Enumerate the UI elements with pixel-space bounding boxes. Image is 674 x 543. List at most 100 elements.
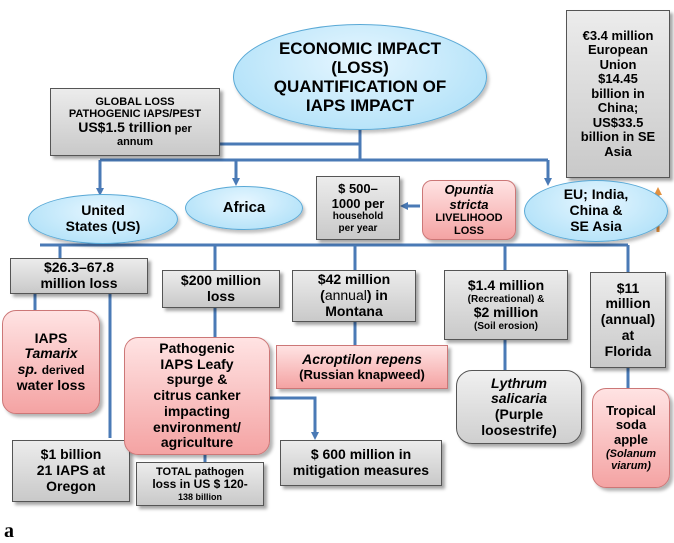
us-water-line-2: million loss <box>40 275 118 291</box>
spurge-cost-line-2: loss <box>206 288 235 304</box>
opuntia-line-3: LIVELIHOOD <box>435 212 503 225</box>
us-ellipse: United States (US) <box>28 194 178 244</box>
montana-row-2: (annual) in <box>320 287 388 304</box>
oregon-line-1: $1 billion <box>40 446 102 463</box>
mitigation-box: $ 600 million in mitigation measures <box>280 440 442 486</box>
total-pathogen-line-3: 138 billion <box>177 491 222 502</box>
global-loss-line-2: PATHOGENIC IAPS/PEST <box>68 108 202 120</box>
spurge-cost-line-1: $200 million <box>180 272 262 289</box>
mitigation-line-1: $ 600 million in <box>310 446 412 463</box>
global-loss-annum: annum <box>116 135 154 148</box>
us-water-line-1: $26.3–67.8 <box>43 259 115 276</box>
total-pathogen-box: TOTAL pathogen loss in US $ 120- 138 bil… <box>136 462 264 506</box>
region-loss-line-7: US$33.5 <box>592 114 644 130</box>
region-loss-line-9: in SE <box>622 129 656 145</box>
eu-asia-line-1: EU; India, <box>563 186 629 203</box>
montana-line-3: Montana <box>325 302 383 319</box>
us-line-1: United <box>81 202 125 219</box>
spurge-box: Pathogenic IAPS Leafy spurge & citrus ca… <box>124 337 270 455</box>
florida-line-1: $11 <box>616 279 640 296</box>
household-box: $ 500– 1000 per household per year <box>316 176 400 240</box>
household-line-1: $ 500– <box>338 181 378 197</box>
soda-line-5: viarum) <box>611 459 651 472</box>
figure-label: a <box>4 520 14 542</box>
household-line-4: per year <box>338 222 378 234</box>
acroptilon-box: Acroptilon repens (Russian knapweed) <box>276 345 448 389</box>
center-line-3: QUANTIFICATION OF <box>273 77 447 96</box>
oregon-box: $1 billion 21 IAPS at Oregon <box>12 440 130 502</box>
global-loss-amount-row: US$1.5 trillion per <box>78 119 192 136</box>
spurge-line-3: spurge & <box>166 371 228 388</box>
spurge-line-1: Pathogenic <box>159 340 235 357</box>
lythrum-line-4: loosestrife) <box>481 421 557 438</box>
montana-box: $42 million (annual) in Montana <box>292 270 416 322</box>
florida-line-3: (annual) <box>600 311 656 328</box>
opuntia-line-1: Opuntia <box>444 182 494 198</box>
montana-line-1: $42 million <box>317 271 391 288</box>
region-loss-row-8: billion in SE <box>581 130 655 145</box>
oregon-line-2: 21 IAPS at <box>36 462 106 479</box>
lythrum-cost-line-1: $1.4 million <box>467 277 545 294</box>
florida-line-2: million <box>605 295 651 312</box>
montana-line-2a: ( <box>320 287 325 304</box>
lythrum-cost-box: $1.4 million (Recreational) & $2 million… <box>444 270 568 340</box>
lythrum-box: Lythrum salicaria (Purple loosestrife) <box>456 370 582 444</box>
spurge-cost-box: $200 million loss <box>162 270 280 308</box>
spurge-line-7: agriculture <box>160 434 234 451</box>
eu-asia-line-3: SE Asia <box>570 217 622 234</box>
tamarix-row-3: sp. derived <box>17 361 85 378</box>
us-line-2: States (US) <box>65 218 141 234</box>
us-water-loss-box: $26.3–67.8 million loss <box>10 258 148 294</box>
total-pathogen-line-1: TOTAL pathogen <box>156 466 244 479</box>
tamarix-line-3b: derived <box>41 363 85 377</box>
spurge-line-4: citrus canker <box>153 387 241 404</box>
mitigation-line-2: mitigation measures <box>292 462 430 478</box>
spurge-line-5: impacting <box>163 402 231 419</box>
florida-box: $11 million (annual) at Florida <box>590 272 666 368</box>
center-line-4: IAPS IMPACT <box>305 96 415 116</box>
region-loss-line-1: €3.4 million <box>582 27 654 43</box>
region-loss-line-10: Asia <box>604 143 632 159</box>
lythrum-cost-line-4: (Soil erosion) <box>474 320 538 332</box>
lythrum-line-2: salicaria <box>490 390 548 407</box>
lythrum-line-1: Lythrum <box>491 374 547 391</box>
africa-ellipse: Africa <box>185 186 303 230</box>
region-loss-line-5: billion in <box>591 85 645 101</box>
acroptilon-line-1: Acroptilon repens <box>302 350 422 367</box>
eu-asia-ellipse: EU; India, China & SE Asia <box>524 180 668 242</box>
opuntia-box: Opuntia stricta LIVELIHOOD LOSS <box>422 180 516 240</box>
eu-asia-line-2: China & <box>569 202 623 219</box>
tamarix-line-2: Tamarix <box>24 345 78 362</box>
spurge-line-6: environment/ <box>153 418 241 435</box>
arrow-mitigation <box>270 396 319 440</box>
montana-line-2b: annual <box>324 287 367 304</box>
region-loss-line-4: $14.45 <box>598 71 638 87</box>
region-loss-line-2: European <box>588 42 648 58</box>
lythrum-cost-line-3: $2 million <box>473 304 539 320</box>
global-loss-line-1: GLOBAL LOSS <box>95 95 175 108</box>
region-loss-line-6: China; <box>597 100 639 116</box>
tamarix-line-4: water loss <box>16 376 86 393</box>
region-loss-line-8: billion <box>580 129 620 145</box>
household-line-2: 1000 per <box>331 195 385 211</box>
household-line-3: household <box>332 211 384 223</box>
center-ellipse: ECONOMIC IMPACT (LOSS) QUANTIFICATION OF… <box>233 24 487 130</box>
total-pathogen-line-2: loss in US $ 120- <box>152 477 248 492</box>
soda-line-1: Tropical <box>606 402 656 418</box>
soda-line-3: apple <box>614 431 648 447</box>
lythrum-line-3: (Purple <box>494 406 544 422</box>
soda-line-4: (Solanum <box>605 447 657 460</box>
tamarix-box: IAPS Tamarix sp. derived water loss <box>2 310 100 414</box>
lythrum-cost-line-2: (Recreational) & <box>467 293 545 305</box>
africa-label: Africa <box>222 198 266 216</box>
tamarix-line-1: IAPS <box>34 329 68 346</box>
center-line-2: (LOSS) <box>331 57 389 77</box>
spurge-line-2: IAPS Leafy <box>160 355 234 372</box>
region-loss-box: €3.4 million European Union $14.45 billi… <box>566 10 670 178</box>
global-loss-box: GLOBAL LOSS PATHOGENIC IAPS/PEST US$1.5 … <box>50 88 220 156</box>
acroptilon-line-2: (Russian knapweed) <box>299 366 425 382</box>
florida-line-5: Florida <box>604 342 652 359</box>
florida-line-4: at <box>621 326 635 343</box>
tamarix-line-3: sp. <box>17 361 38 377</box>
